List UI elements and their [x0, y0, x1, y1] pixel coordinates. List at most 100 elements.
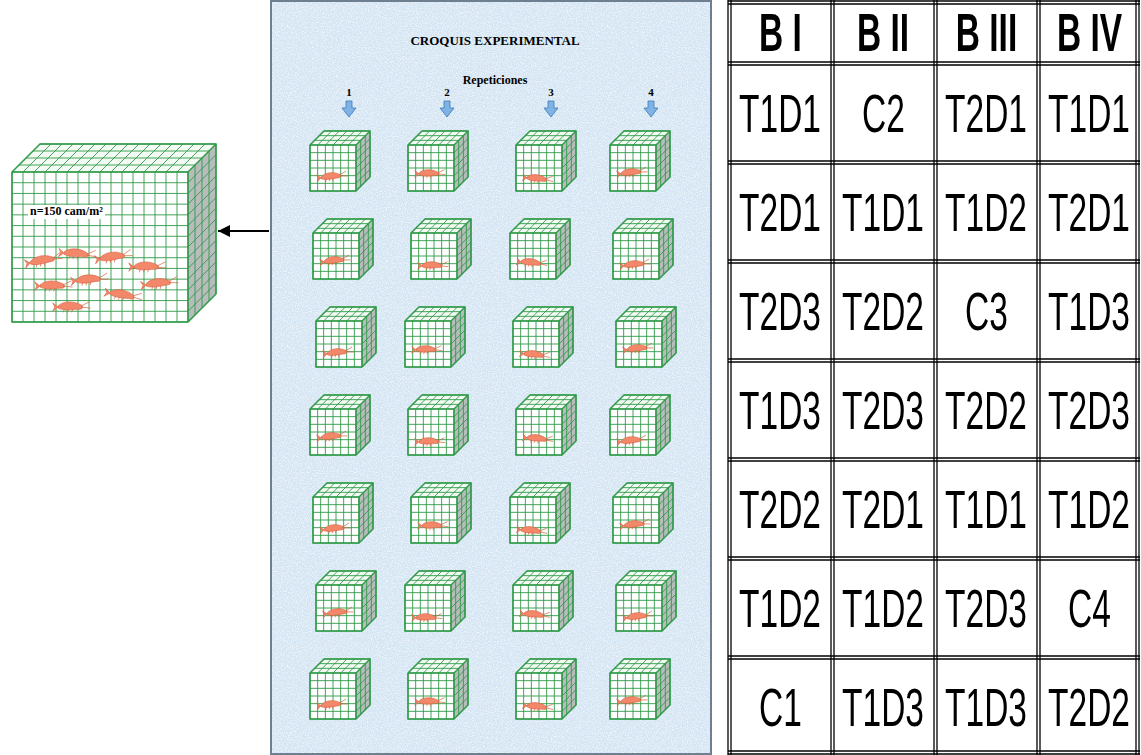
- cage-front: [316, 585, 362, 631]
- table-rule: [728, 658, 1140, 659]
- shrimp-body: [58, 302, 83, 310]
- net-line: [371, 576, 372, 622]
- net-line: [528, 571, 542, 585]
- shrimp-legs: [528, 350, 551, 361]
- shrimp: [322, 347, 353, 359]
- net-line: [610, 424, 656, 425]
- block-header-box: B II: [833, 2, 934, 62]
- net-line: [560, 492, 561, 538]
- net-line: [639, 571, 653, 585]
- cage-front: [610, 409, 656, 455]
- cage-outline: [616, 571, 676, 631]
- net-line: [610, 432, 656, 433]
- net-line: [209, 151, 210, 301]
- table-rule: [830, 0, 831, 755]
- net-line: [456, 233, 458, 279]
- net-line: [366, 580, 367, 626]
- net-line: [313, 520, 359, 521]
- net-line: [439, 395, 453, 409]
- net-line: [625, 131, 639, 145]
- shrimp-body: [624, 260, 644, 268]
- net-line: [405, 320, 451, 322]
- net-line: [356, 682, 370, 696]
- table-cell-box: C4: [1039, 560, 1140, 656]
- net-line: [368, 488, 369, 534]
- cage-outline: [310, 659, 370, 719]
- table-cell-box: T1D2: [833, 560, 934, 656]
- shrimp-body: [521, 526, 541, 534]
- net-line: [451, 307, 465, 321]
- shrimp-legs: [325, 431, 348, 442]
- net-line: [451, 586, 465, 600]
- net-cage: [405, 307, 465, 367]
- shrimp-tail: [519, 610, 524, 617]
- cage-outline: [610, 395, 670, 455]
- net-line: [359, 483, 373, 497]
- net-line: [659, 483, 673, 497]
- net-line: [324, 571, 338, 585]
- net-line: [544, 307, 558, 321]
- net-line: [356, 169, 370, 183]
- net-line: [561, 409, 563, 455]
- cage-front: [411, 233, 457, 279]
- net-line: [319, 135, 365, 136]
- net-line: [610, 160, 656, 161]
- net-line: [621, 316, 667, 317]
- net-line: [656, 690, 670, 704]
- shrimp-legs: [34, 252, 63, 267]
- net-line: [562, 395, 576, 409]
- net-line: [659, 506, 673, 520]
- net-line: [633, 395, 647, 409]
- net-line: [188, 144, 216, 172]
- net-line: [356, 433, 370, 447]
- net-line: [555, 497, 557, 543]
- shrimp-body: [134, 262, 159, 270]
- net-line: [656, 659, 670, 673]
- net-line: [516, 424, 562, 425]
- cage-front: [610, 673, 656, 719]
- table-cell-box: T2D3: [1039, 362, 1140, 458]
- net-line: [411, 520, 457, 521]
- net-line: [416, 228, 462, 229]
- shrimp: [412, 614, 443, 623]
- net-line: [365, 136, 366, 182]
- net-line: [662, 321, 663, 367]
- shrimp-tail: [415, 170, 419, 177]
- net-line: [339, 307, 353, 321]
- net-line: [324, 307, 338, 321]
- shrimp-legs: [525, 258, 548, 269]
- net-line: [556, 498, 570, 512]
- net-line: [457, 483, 471, 497]
- net-line: [360, 668, 361, 714]
- net-cage: [316, 571, 376, 631]
- net-line: [457, 257, 471, 271]
- net-line: [524, 659, 538, 673]
- net-line: [662, 330, 676, 344]
- net-line: [516, 672, 562, 674]
- net-line: [12, 236, 188, 237]
- net-line: [457, 233, 458, 279]
- net-line: [454, 697, 468, 711]
- net-line: [513, 321, 559, 322]
- shrimp-tail: [412, 346, 416, 353]
- net-line: [356, 410, 370, 424]
- net-line: [556, 250, 570, 264]
- net-line: [318, 492, 364, 493]
- net-line: [411, 248, 457, 249]
- cage-outline: [513, 307, 573, 367]
- table-rule: [728, 163, 1140, 164]
- table-rule: [1135, 0, 1136, 755]
- net-line: [510, 520, 556, 521]
- net-line: [362, 338, 376, 352]
- net-line: [316, 592, 362, 593]
- cage-outline: [516, 131, 576, 191]
- net-line: [341, 659, 355, 673]
- net-line: [355, 409, 357, 455]
- net-line: [405, 608, 451, 609]
- net-line: [644, 483, 658, 497]
- net-line: [536, 307, 550, 321]
- shrimp-body: [422, 262, 442, 268]
- net-line: [571, 136, 572, 182]
- net-line: [328, 219, 342, 233]
- net-line: [559, 571, 573, 585]
